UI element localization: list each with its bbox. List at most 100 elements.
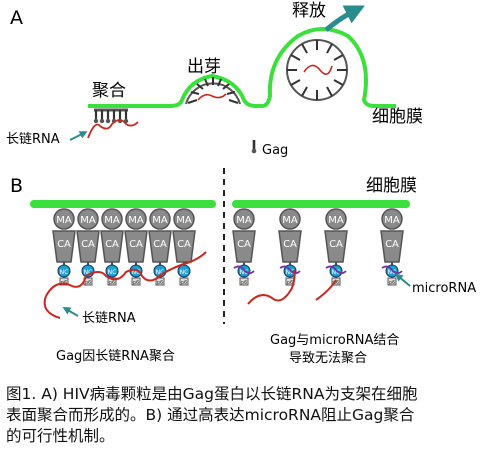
figure-caption-line-1: 图1. A) HIV病毒颗粒是由Gag蛋白以长链RNA为支架在细胞 [6, 385, 418, 403]
gag-protein: MA CA NC p6 [172, 208, 196, 286]
assembly-cluster [87, 108, 139, 139]
ca-label: CA [153, 239, 167, 250]
p6-label: p6 [157, 280, 163, 286]
panel-a-letter: A [10, 7, 23, 29]
ca-label: CA [237, 239, 251, 250]
figure-caption-line-2: 表面聚合而形成的。B) 通过高表达microRNA阻止Gag聚合 [6, 406, 415, 424]
ma-label: MA [56, 215, 72, 226]
label-long-rna-a: 长链RNA [6, 132, 60, 147]
p6-domain [155, 277, 165, 286]
ma-domain [77, 208, 99, 230]
nc-label: NC [180, 269, 189, 276]
ca-domain [52, 230, 76, 263]
ma-label: MA [128, 215, 144, 226]
caption-right-2: 导致无法聚合 [289, 351, 367, 366]
ca-domain [148, 230, 172, 263]
ca-label: CA [329, 239, 343, 250]
ca-domain [232, 230, 256, 263]
rna-pointer-a [69, 131, 88, 141]
label-assembly: 聚合 [92, 81, 126, 101]
caption-left: Gag因长链RNA聚合 [56, 349, 175, 364]
ma-domain [325, 208, 347, 230]
panel-b-letter: B [10, 175, 23, 197]
ca-label: CA [129, 239, 143, 250]
ma-domain [149, 208, 171, 230]
gag-protein: MA CA NC p6 [232, 208, 256, 286]
microrna-strand [279, 265, 301, 275]
long-rna-left [45, 251, 207, 297]
membrane-a [88, 27, 396, 108]
p6-domain [59, 277, 69, 286]
nc-domain [177, 264, 191, 278]
ca-domain [124, 230, 148, 263]
ma-label: MA [282, 215, 298, 226]
membrane-b-right [232, 200, 410, 208]
nc-domain [57, 264, 71, 278]
ca-label: CA [177, 239, 191, 250]
ca-label: CA [385, 239, 399, 250]
label-microrna: microRNA [412, 281, 476, 296]
nc-label: NC [332, 269, 341, 276]
figure-caption-line-3: 的可行性机制。 [6, 427, 115, 445]
nc-label: NC [132, 269, 141, 276]
p6-label: p6 [241, 280, 247, 286]
released-particle [286, 39, 348, 101]
gag-protein: MA CA NC p6 [124, 208, 148, 286]
label-budding: 出芽 [187, 57, 221, 77]
ma-domain [101, 208, 123, 230]
nc-label: NC [286, 269, 295, 276]
ca-domain [324, 230, 348, 263]
microrna-strand [381, 265, 403, 275]
p6-label: p6 [389, 280, 395, 286]
label-release: 释放 [292, 1, 326, 21]
nc-label: NC [84, 269, 93, 276]
ca-label: CA [283, 239, 297, 250]
free-rna-right-2 [315, 279, 337, 301]
microrna-pointer [394, 273, 411, 287]
ma-domain [125, 208, 147, 230]
rna-pointer-b [62, 306, 79, 317]
release-arrow [324, 5, 365, 32]
nc-label: NC [240, 269, 249, 276]
label-long-rna-b: 长链RNA [82, 311, 136, 326]
ca-label: CA [57, 239, 71, 250]
ma-label: MA [176, 215, 192, 226]
ma-label: MA [328, 215, 344, 226]
p6-label: p6 [109, 280, 115, 286]
ca-domain [76, 230, 100, 263]
figure-caption: 图1. A) HIV病毒颗粒是由Gag蛋白以长链RNA为支架在细胞 表面聚合而形… [6, 384, 496, 447]
ca-domain [380, 230, 404, 263]
p6-domain [239, 277, 249, 286]
ca-domain [100, 230, 124, 263]
p6-label: p6 [181, 280, 187, 286]
p6-label: p6 [133, 280, 139, 286]
nc-label: NC [60, 269, 69, 276]
ma-domain [381, 208, 403, 230]
microrna-strand [325, 265, 347, 275]
nc-label: NC [108, 269, 117, 276]
ma-domain [233, 208, 255, 230]
p6-domain [131, 277, 141, 286]
gag-protein: MA CA NC p6 [148, 208, 172, 286]
ma-label: MA [236, 215, 252, 226]
ma-label: MA [104, 215, 120, 226]
ma-label: MA [152, 215, 168, 226]
ma-domain [53, 208, 75, 230]
label-gag: Gag [262, 143, 288, 158]
budding-particle [185, 77, 241, 105]
p6-label: p6 [85, 280, 91, 286]
nc-label: NC [388, 269, 397, 276]
label-membrane-a: 细胞膜 [372, 107, 423, 127]
long-rna-left-tail [43, 295, 61, 319]
ma-label: MA [80, 215, 96, 226]
ma-domain [279, 208, 301, 230]
gag-monomer-icon [251, 140, 257, 154]
microrna-strand [233, 265, 255, 275]
ma-label: MA [384, 215, 400, 226]
nc-label: NC [156, 269, 165, 276]
